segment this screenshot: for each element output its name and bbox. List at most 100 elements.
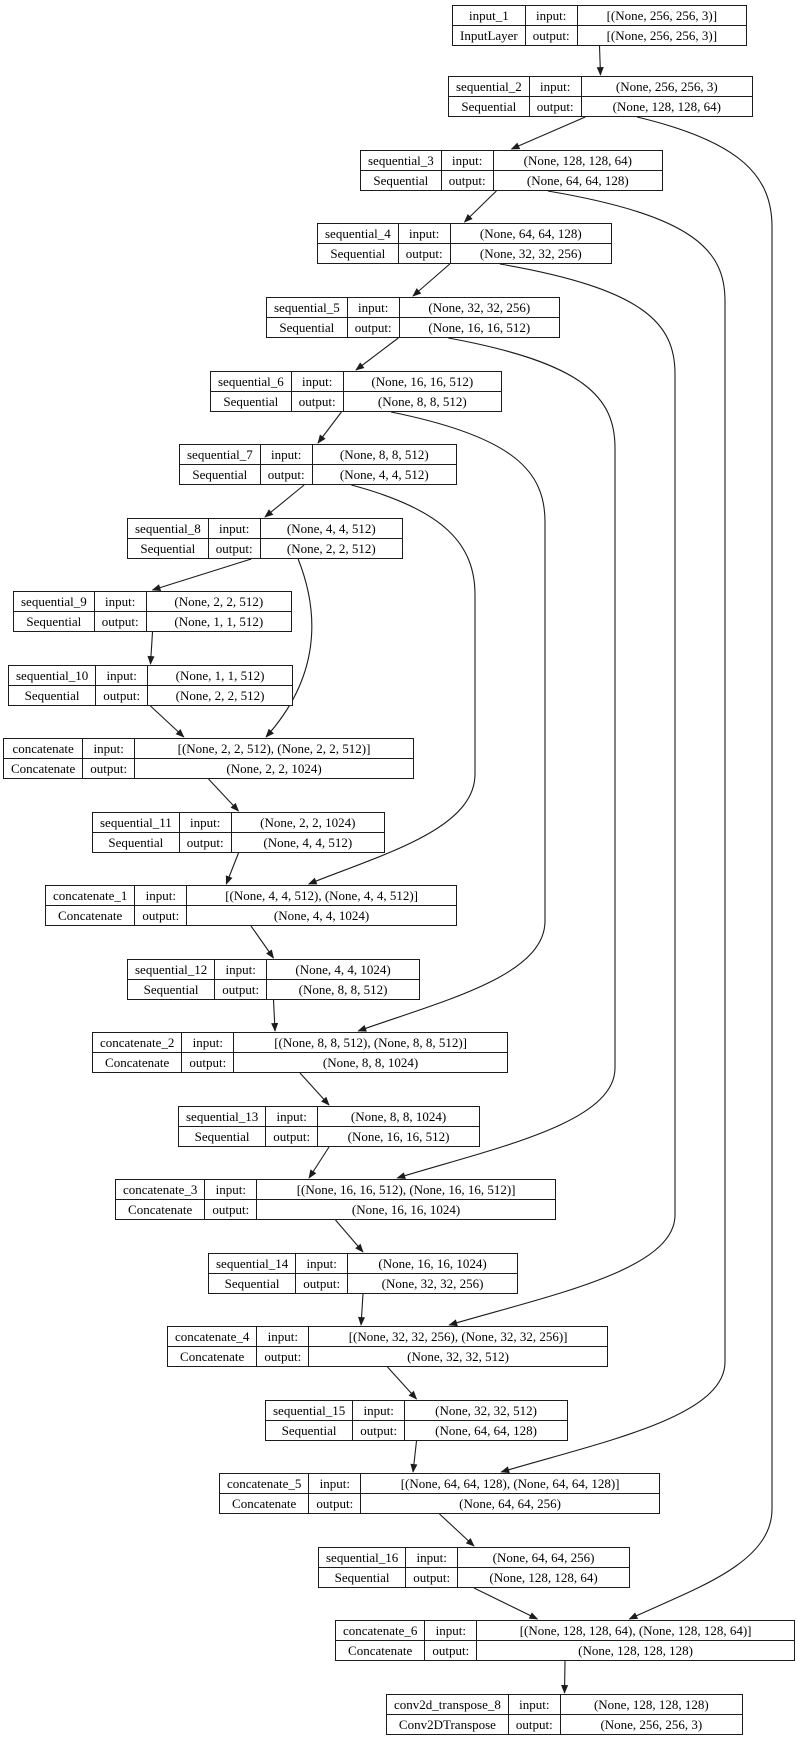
layer-name: concatenate_3 [116,1180,206,1200]
output-label: output: [205,1199,258,1219]
edge-sequential_6-to-sequential_7 [317,411,342,444]
edge-sequential_16-to-concatenate_6 [473,1587,539,1620]
input-shape: [(None, 4, 4, 512), (None, 4, 4, 512)] [187,886,456,906]
edge-sequential_4-to-sequential_5 [412,263,451,297]
input-label: input: [179,813,232,833]
output-label: output: [209,538,261,558]
edge-sequential_8-to-concatenate [265,558,313,738]
input-shape: (None, 32, 32, 512) [405,1401,567,1421]
output-shape: (None, 64, 64, 128) [435,1422,537,1438]
layer-name: sequential_2 [449,77,530,97]
input-shape: (None, 2, 2, 512) [146,592,291,612]
output-shape: (None, 16, 16, 1024) [351,1201,461,1217]
input-label: input: [309,1474,362,1494]
layer-name: concatenate_1 [46,886,136,906]
edge-sequential_8-to-sequential_9 [151,558,252,591]
layer-class: Concatenate [336,1640,426,1660]
output-label: output: [257,1346,310,1366]
edge-sequential_6-to-concatenate_2 [357,411,546,1032]
layer-name: sequential_15 [266,1401,354,1421]
output-label: output: [83,758,136,778]
input-label: input: [83,739,136,759]
layer-class: Sequential [211,391,292,411]
output-shape: (None, 64, 64, 256) [459,1495,561,1511]
output-shape: (None, 4, 4, 512) [339,466,429,482]
input-label: input: [291,372,344,392]
input-label: input: [208,519,261,539]
input-label: input: [260,445,313,465]
input-label: input: [205,1180,258,1200]
input-shape: (None, 1, 1, 512) [148,666,292,686]
input-shape: (None, 16, 16, 1024) [348,1254,517,1274]
input-shape: (None, 8, 8, 512) [312,445,456,465]
input-shape: (None, 4, 4, 1024) [267,960,419,980]
layer-class: Concatenate [46,905,136,925]
output-label: output: [180,832,232,852]
output-shape: (None, 16, 16, 512) [428,319,531,335]
output-label: output: [261,464,313,484]
edge-sequential_2-to-concatenate_6 [628,116,773,1620]
input-shape: (None, 16, 16, 512) [343,372,501,392]
output-label: output: [96,685,149,705]
input-label: input: [135,886,188,906]
layer-class: Concatenate [220,1493,310,1513]
edge-sequential_2-to-sequential_3 [510,116,586,150]
edge-concatenate_1-to-sequential_12 [250,925,275,959]
layer-class: Sequential [361,170,442,190]
input-label: input: [508,1695,561,1715]
input-label: input: [296,1254,349,1274]
layer-name: concatenate_6 [336,1621,426,1641]
layer-name: concatenate [4,739,84,759]
output-label: output: [425,1640,478,1660]
layer-class: Sequential [9,685,97,705]
layer-class: Sequential [93,832,180,852]
output-label: output: [309,1493,362,1513]
output-label: output: [266,1126,319,1146]
output-label: output: [296,1273,349,1293]
edge-concatenate_2-to-sequential_13 [299,1072,330,1106]
layer-name: sequential_11 [93,813,180,833]
input-label: input: [441,151,494,171]
input-shape: [(None, 256, 256, 3)] [577,6,746,26]
output-label: output: [442,170,494,190]
input-shape: [(None, 32, 32, 256), (None, 32, 32, 256… [309,1327,607,1347]
output-label: output: [182,1052,235,1072]
output-shape: (None, 64, 64, 128) [526,172,629,188]
layer-class: Conv2DTranspose [387,1714,509,1734]
layer-name: sequential_4 [318,224,399,244]
output-shape: (None, 32, 32, 512) [407,1348,509,1364]
edge-concatenate_3-to-sequential_14 [335,1219,364,1253]
edge-sequential_10-to-concatenate [150,705,185,738]
layer-class: Concatenate [116,1199,206,1219]
layer-name: sequential_5 [267,298,348,318]
layer-name: sequential_16 [319,1548,407,1568]
layer-name: sequential_14 [209,1254,297,1274]
output-label: output: [406,1567,459,1587]
edge-sequential_11-to-concatenate_1 [225,852,240,885]
layer-class: Sequential [449,96,530,116]
input-shape: (None, 128, 128, 64) [493,151,662,171]
layer-class: Concatenate [168,1346,258,1366]
output-label: output: [399,243,451,263]
layer-name: sequential_8 [128,519,209,539]
layer-class: Sequential [128,979,216,999]
layer-name: sequential_9 [14,592,95,612]
edge-sequential_3-to-sequential_4 [463,190,497,223]
input-label: input: [398,224,451,244]
edge-concatenate_6-to-conv2d_transpose_8 [561,1660,569,1694]
output-shape: (None, 128, 128, 64) [612,98,721,114]
input-label: input: [266,1107,319,1127]
